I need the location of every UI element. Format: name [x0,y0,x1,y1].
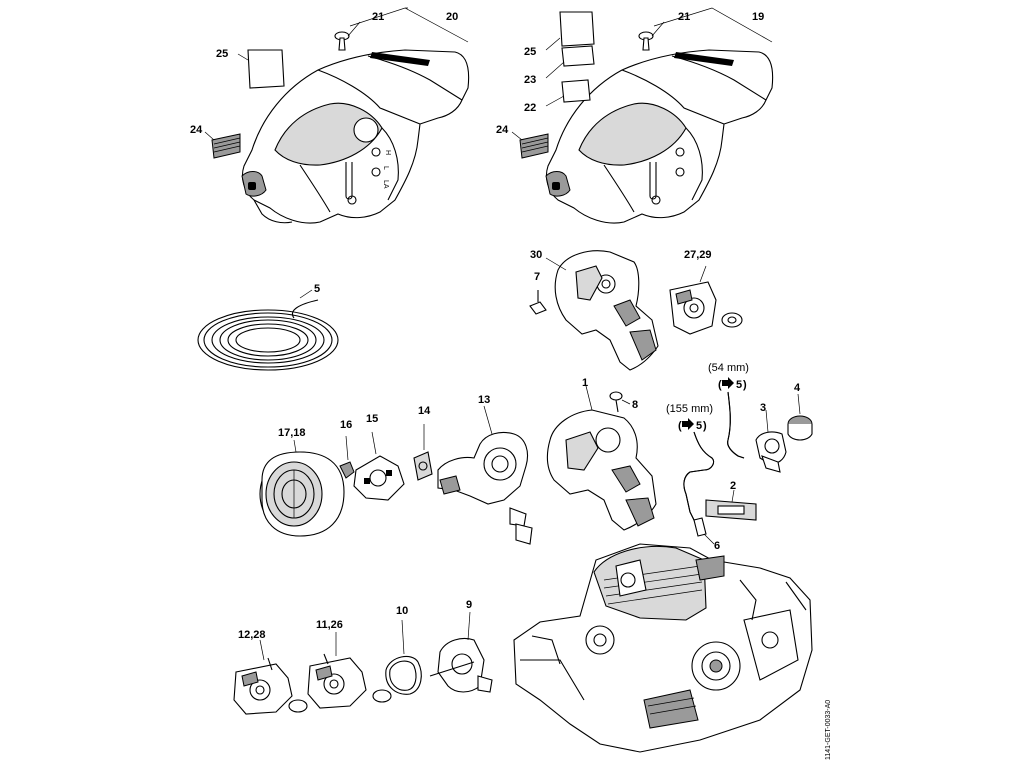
rewind-spring-5 [197,289,339,371]
svg-text:(: ( [718,379,722,391]
callout-27-29: 27,29 [684,249,712,261]
svg-text:(: ( [678,420,682,432]
long-hose-ref-number: 5 [696,420,702,432]
plate-2 [705,489,757,521]
callout-30: 30 [530,249,542,261]
grille-24-left [204,131,241,159]
svg-text:): ) [703,420,707,432]
callout-22: 22 [524,102,536,114]
callout-17-18: 17,18 [278,427,306,439]
air-filter-17-18 [259,439,345,537]
cap-4 [787,393,813,441]
short-hose-length: (54 mm) [708,362,749,374]
label-sticker-25-left [247,49,285,89]
callout-24-right: 24 [496,124,509,136]
nut-16 [339,435,355,479]
gasket-10 [385,619,422,695]
svg-text:): ) [743,379,747,391]
engine-assembly [513,543,813,753]
marking-h: H [384,150,391,155]
leader-20 [349,7,469,43]
callout-25-right: 25 [524,46,536,58]
callout-4: 4 [794,382,801,394]
screw-8 [609,391,631,413]
callout-1: 1 [582,377,588,389]
intake-1 [546,385,657,531]
callout-21-left: 21 [372,11,384,23]
callout-14: 14 [418,405,431,417]
callout-21-right: 21 [678,11,690,23]
callout-25-left: 25 [216,48,228,60]
carburetor-carrier-13 [437,405,533,545]
short-hose-ref: ( 5 ) [718,377,747,391]
carburetor-11-26 [307,632,392,709]
shroud-left [241,49,470,224]
marking-la: LA [382,180,389,189]
flange-15 [353,431,405,501]
fuel-hose-long [683,431,715,545]
leader-19 [653,7,773,43]
callout-6: 6 [714,540,720,552]
callout-19: 19 [752,11,764,23]
carburetor-box-30 [545,250,659,371]
callout-20: 20 [446,11,458,23]
short-hose-ref-number: 5 [736,379,742,391]
carburetor-12-28 [233,639,308,715]
drawing-code: 1141-GET-0033-A0 [825,700,832,760]
arrow-right-icon [722,377,734,389]
screw-7 [529,290,547,315]
callout-5: 5 [314,283,320,295]
callout-13: 13 [478,394,490,406]
gasket-14 [413,424,433,481]
callout-10: 10 [396,605,408,617]
callout-11-26: 11,26 [316,619,343,631]
arrow-right-icon [682,418,694,430]
screw-21-left [334,21,361,51]
callout-23: 23 [524,74,536,86]
callout-2: 2 [730,480,736,492]
label-sticker-22 [561,79,591,103]
marking-l: L [382,166,389,170]
label-sticker-25-right [559,11,595,47]
callout-16: 16 [340,419,352,431]
callout-12-28: 12,28 [238,629,266,641]
long-hose-length: (155 mm) [666,403,713,415]
shroud-right [545,49,774,224]
grille-24-right [511,131,549,159]
impulse-hose-short [727,391,745,459]
callout-8: 8 [632,399,638,411]
callout-7: 7 [534,271,540,283]
long-hose-ref: ( 5 ) [678,418,707,432]
label-sticker-23 [561,45,595,67]
flange-9 [429,611,493,693]
carburetor-27-29 [669,265,743,335]
callout-9: 9 [466,599,472,611]
fuel-pick-up-3 [755,409,787,473]
screw-21-right [638,21,665,51]
callout-3: 3 [760,402,766,414]
callout-15: 15 [366,413,378,425]
callout-24-left: 24 [190,124,203,136]
